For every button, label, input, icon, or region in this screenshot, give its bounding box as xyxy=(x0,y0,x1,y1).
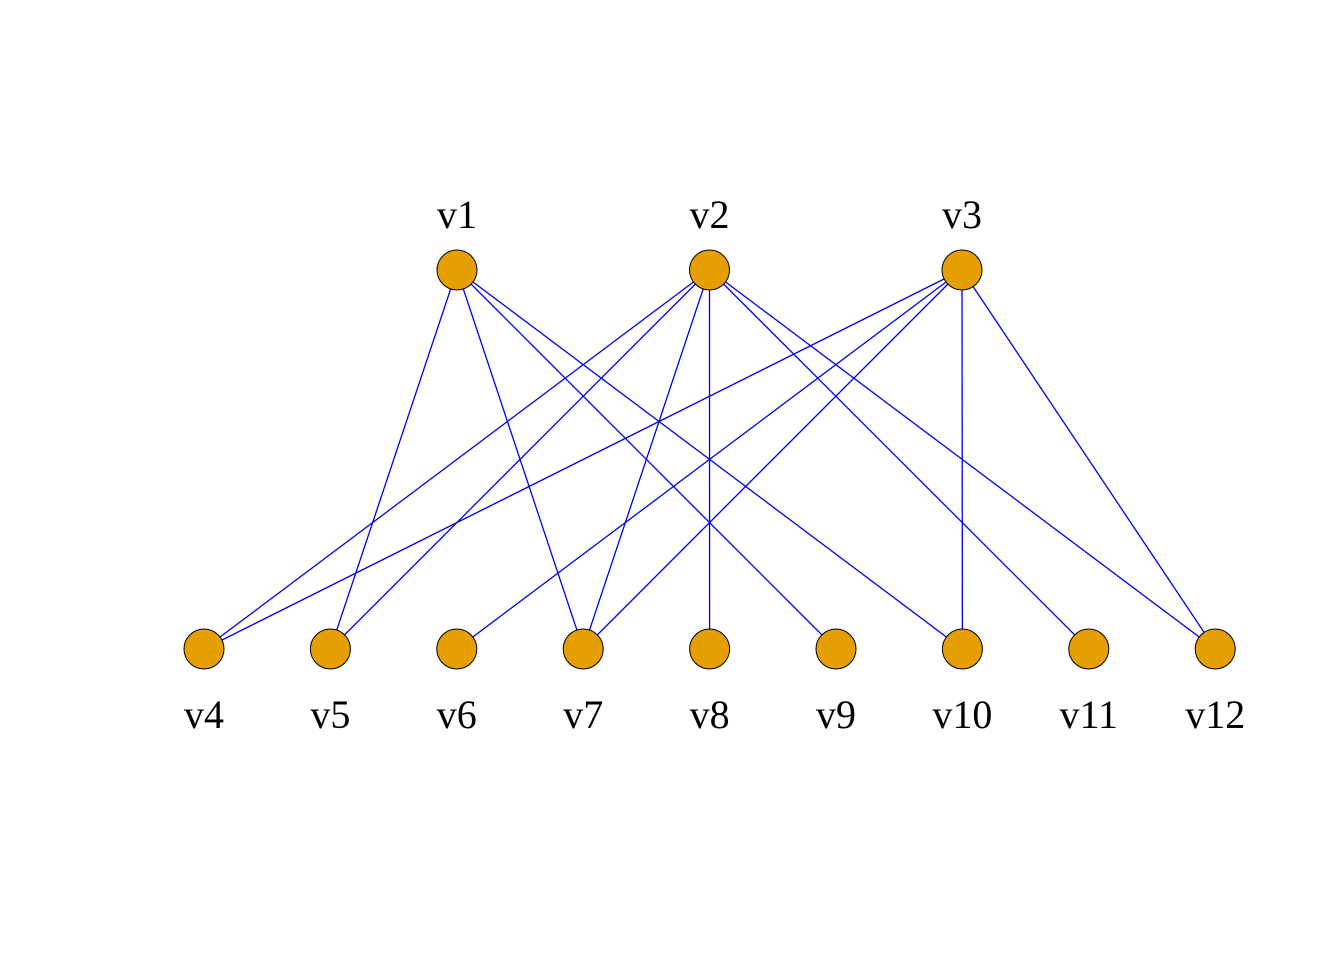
label-v11: v11 xyxy=(1060,692,1119,737)
edge-v2-v11 xyxy=(709,269,1090,650)
label-v2: v2 xyxy=(690,192,730,237)
label-v4: v4 xyxy=(184,692,224,737)
label-v1: v1 xyxy=(437,192,477,237)
node-v1 xyxy=(436,249,478,291)
edge-v3-v6 xyxy=(456,269,963,650)
node-v7 xyxy=(562,628,604,670)
node-v12 xyxy=(1194,628,1236,670)
label-v12: v12 xyxy=(1185,692,1245,737)
label-v7: v7 xyxy=(563,692,603,737)
edge-v3-v4 xyxy=(203,269,963,650)
edges-layer xyxy=(203,269,1216,650)
edge-v2-v4 xyxy=(203,269,710,650)
edge-v2-v5 xyxy=(329,269,710,650)
node-v4 xyxy=(183,628,225,670)
labels-layer: v1 v2 v3 v4 v5 v6 v7 v8 v9 v10 v11 v12 xyxy=(184,192,1245,737)
label-v3: v3 xyxy=(942,192,982,237)
edge-v1-v5 xyxy=(329,269,458,650)
node-v2 xyxy=(689,249,730,291)
label-v10: v10 xyxy=(932,692,992,737)
label-v8: v8 xyxy=(690,692,730,737)
label-v5: v5 xyxy=(310,692,350,737)
nodes-layer xyxy=(183,249,1236,670)
edge-v3-v7 xyxy=(582,269,963,650)
node-v9 xyxy=(815,628,857,670)
edge-v2-v7 xyxy=(582,269,711,650)
node-v8 xyxy=(689,628,731,670)
node-v3 xyxy=(941,249,983,291)
edge-v3-v12 xyxy=(961,269,1216,650)
node-v11 xyxy=(1068,628,1110,670)
node-v6 xyxy=(436,628,478,670)
node-v5 xyxy=(309,628,351,670)
label-v6: v6 xyxy=(437,692,477,737)
node-v10 xyxy=(941,628,983,670)
label-v9: v9 xyxy=(816,692,856,737)
